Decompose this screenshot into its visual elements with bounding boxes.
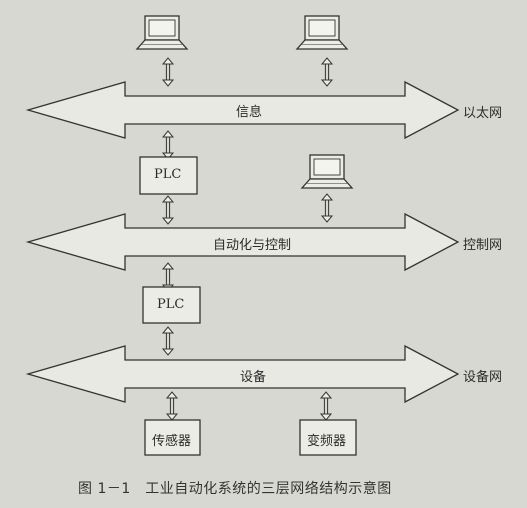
connector-arrow	[162, 195, 174, 225]
sensor-label: 传感器	[152, 434, 192, 449]
control-bus-arrow	[25, 212, 460, 272]
ethernet-net-label: 以太网	[463, 106, 503, 121]
sensor-box	[144, 419, 201, 456]
plc-box-upper	[139, 156, 198, 195]
connector-arrow	[162, 57, 174, 87]
figure-caption: 图 1－1 工业自动化系统的三层网络结构示意图	[78, 481, 392, 497]
device-net-label: 设备网	[463, 370, 503, 385]
ethernet-bus-label: 信息	[236, 105, 263, 120]
plc-lower-label: PLC	[157, 297, 185, 312]
inverter-box	[299, 419, 357, 456]
plc-upper-label: PLC	[154, 167, 182, 182]
connector-arrow	[162, 326, 174, 356]
device-bus-arrow	[25, 344, 460, 404]
connector-arrow	[320, 391, 332, 421]
laptop-icon-1	[136, 15, 188, 50]
laptop-icon-3	[301, 154, 353, 189]
connector-arrow	[166, 391, 178, 421]
laptop-icon-2	[296, 15, 348, 50]
plc-box-lower	[142, 286, 201, 324]
inverter-label: 变频器	[307, 434, 347, 449]
ethernet-bus-arrow	[25, 80, 460, 140]
control-net-label: 控制网	[463, 238, 503, 253]
control-bus-label: 自动化与控制	[213, 238, 292, 253]
device-bus-label: 设备	[240, 370, 267, 385]
connector-arrow	[162, 130, 174, 160]
connector-arrow	[321, 57, 333, 87]
connector-arrow	[321, 193, 333, 223]
